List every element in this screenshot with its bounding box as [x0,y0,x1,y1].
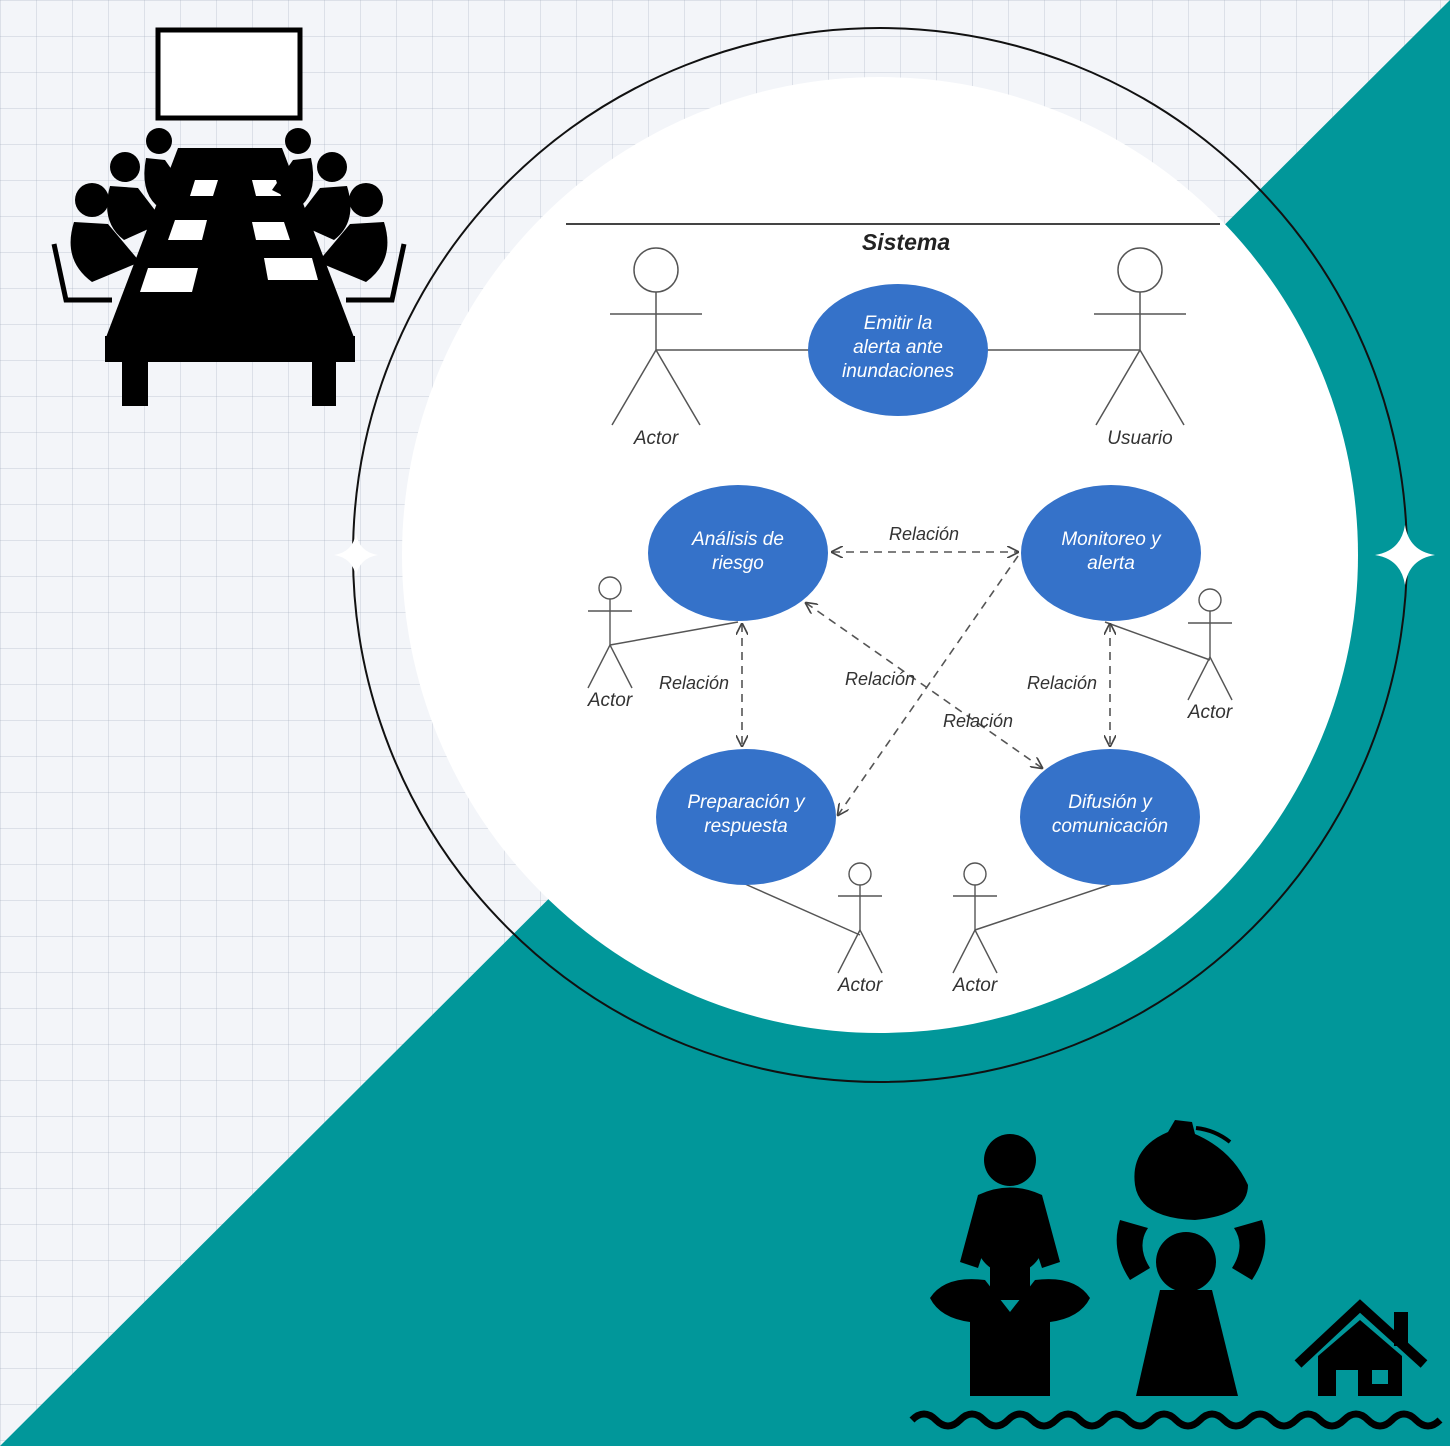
flood-evacuation-icon [909,1120,1443,1430]
actor-label: Actor [587,690,633,711]
diagram-disc [402,77,1358,1033]
sparkle-icon [1375,525,1435,585]
use-case-label: alerta ante [853,337,943,358]
relation-line [806,603,1042,768]
use-case-label: riesgo [712,553,764,574]
use-case-label: Difusión y [1068,792,1153,813]
relation-label: Relación [889,524,959,544]
actor-icon [1187,588,1233,701]
use-case-analisis: Análisis de riesgo [648,485,828,621]
actor-icon [837,862,883,974]
use-case-monitoreo: Monitoreo y alerta [1021,485,1201,621]
association-line [1104,621,1211,661]
relation-label: Relación [943,711,1013,731]
relation-label: Relación [659,673,729,693]
association-line [744,883,861,936]
actor-label: Usuario [1107,428,1172,449]
meeting-table-icon [51,27,407,406]
use-case-label: Emitir la [864,313,933,334]
use-case-label: respuesta [704,816,787,837]
association-line [974,883,1113,931]
actor-icon [1094,247,1186,426]
association-line [609,621,739,646]
relation-label: Relación [1027,673,1097,693]
actor-icon [952,862,998,974]
actor-label: Actor [952,975,998,996]
house-icon [1294,1299,1428,1396]
actor-label: Actor [1187,702,1233,723]
water-waves-icon [909,1410,1443,1430]
use-case-label: Preparación y [687,792,806,813]
use-case-label: alerta [1087,553,1135,574]
use-case-label: Análisis de [691,529,784,550]
actor-label: Actor [633,428,679,449]
actor-icon [610,247,702,426]
actor-icon [587,576,633,689]
use-case-label: Monitoreo y [1061,529,1162,550]
sparkle-icon [334,533,378,577]
use-case-label: comunicación [1052,816,1168,837]
relation-line [838,555,1019,815]
actor-label: Actor [837,975,883,996]
use-case-difusion: Difusión y comunicación [1020,749,1200,885]
system-label: Sistema [862,229,950,255]
relation-label: Relación [845,669,915,689]
use-case-label: inundaciones [842,361,954,382]
use-case-preparacion: Preparación y respuesta [656,749,836,885]
use-case-diagram: Sistema Relación Relación Relación Relac… [566,223,1233,996]
use-case-emitir: Emitir la alerta ante inundaciones [808,284,988,416]
